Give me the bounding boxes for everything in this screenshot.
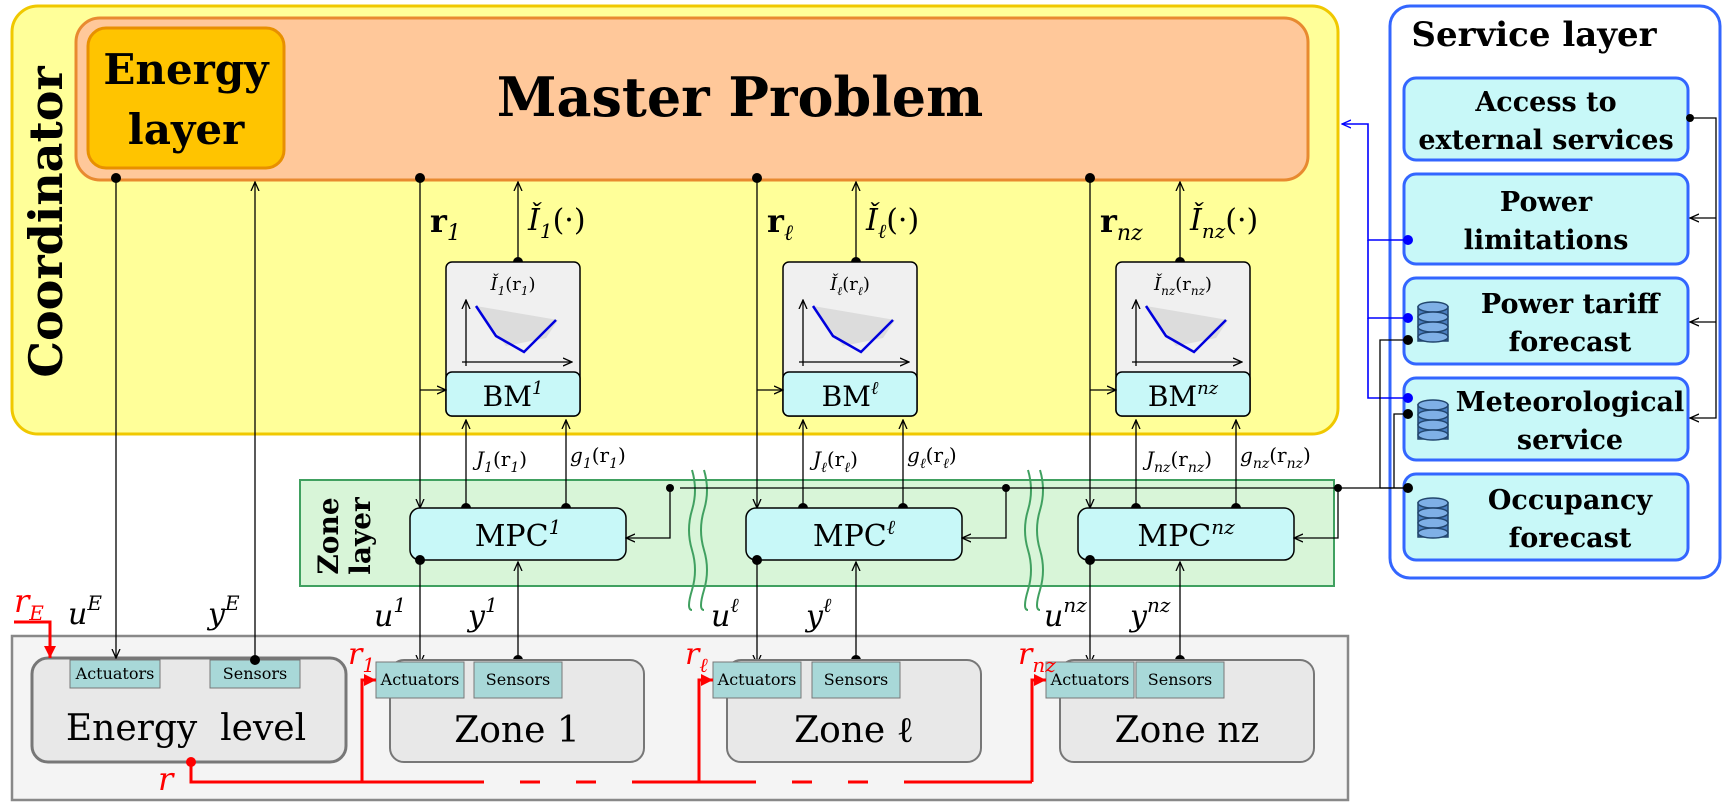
reference-source-label: r [158,760,175,798]
service-item-box [1402,472,1690,562]
energy-reference-input-label: rE [14,582,44,625]
service-item-line-1: Access to [1474,87,1616,118]
service-feed-arrow [1294,488,1339,538]
g-out-label: gnz(rnz) [1240,443,1311,472]
sensors-tag [1135,661,1225,699]
service-item-line-1: Occupancy [1488,485,1653,516]
y-label: y1 [466,593,498,634]
actuators-label: Actuators [1050,670,1130,689]
actuators-label: Actuators [717,670,797,689]
master-problem-box [74,16,1310,182]
j-out-label: Jℓ(rℓ) [809,447,858,476]
service-item-line-2: service [1517,425,1623,456]
sensors-label: Sensors [486,670,550,689]
g-out-label: g1(r1) [570,443,626,472]
energy-level-name: Energy level [66,708,306,749]
service-item-box [1402,172,1690,266]
r-label: r1 [430,202,461,246]
curve-line [474,305,557,354]
service-layer-title: Service layer [1411,15,1657,55]
u-label: u1 [374,593,406,634]
r-label: rnz [1100,202,1143,246]
column-2: rℓ Ǐℓ(·) BMℓ Ǐℓ(rℓ) Jℓ(rℓ) gℓ(rℓ) MPCℓ uℓ yℓActu… [685,173,1010,782]
actuators-tag [375,661,465,699]
reference-input-label: rnz [1018,637,1056,677]
column-3: rnz Ǐnz(·) BMnz Ǐnz(rnz) Jnz(rnz) gnz(rnz) MPC… [1018,173,1342,782]
mini-plot [462,300,572,366]
mini-plot [799,300,909,366]
service-item-line-2: forecast [1509,327,1632,358]
jcheck-label: Ǐnz(·) [1189,202,1258,243]
reference-input-arrow [697,674,713,782]
y-label: ynz [1128,593,1171,634]
service-item-line-1: Power tariff [1481,289,1661,320]
energy-layer-box [86,26,286,170]
energy-sensors-label: Sensors [223,664,287,683]
service-item-line-1: Meteorological [1456,387,1685,418]
break-marks [688,469,1044,611]
bm-label: BM1 [483,378,544,413]
coordinator-label: Coordinator [19,66,73,378]
energy-layer-line-1: Energy [103,45,270,94]
sensors-tag [811,661,901,699]
reference-input-arrow [1030,674,1046,782]
service-item-line-1: Power [1500,187,1593,218]
zone-name: Zone ℓ [794,710,914,751]
mpc-label: MPCℓ [813,515,896,554]
zone-layer-label-line-1: Zone [312,497,345,574]
reference-input-label: rℓ [685,637,708,677]
jcheck-label: Ǐℓ(·) [865,202,919,243]
service-item-line-2: limitations [1464,225,1629,256]
database-icon [1417,399,1449,441]
energy-actuators-label: Actuators [75,664,155,683]
service-item-line-2: forecast [1509,523,1632,554]
energy-y-label: yE [206,591,240,632]
sensors-label: Sensors [824,670,888,689]
zone-layer-label-line-2: layer [344,496,377,575]
curve-line [1144,305,1227,354]
column-1: r1 Ǐ1(·) BM1 Ǐ1(r1) J1(r1) g1(r1) MPC1 u1 y1Actu… [348,173,674,782]
actuators-tag [1045,661,1135,699]
reference-input-label: r1 [348,637,375,677]
zone-name: Zone 1 [454,710,580,751]
r-label: rℓ [767,202,794,246]
y-label: yℓ [804,593,832,634]
energy-layer-line-2: layer [128,105,245,154]
jcheck-label: Ǐ1(·) [527,202,586,243]
service-feed-arrow [962,488,1007,538]
bm-label: BMℓ [822,378,879,413]
sensors-tag [473,661,563,699]
actuators-tag [712,661,802,699]
service-feed-arrow [626,488,671,538]
actuators-label: Actuators [380,670,460,689]
g-out-label: gℓ(rℓ) [907,443,957,472]
sensors-label: Sensors [1148,670,1212,689]
reference-input-arrow [360,674,376,782]
master-problem-title: Master Problem [497,65,984,129]
service-feed-dot [666,484,674,492]
u-label: uℓ [711,593,739,634]
mpc-label: MPC1 [475,515,562,554]
curve-line [811,305,894,354]
energy-u-label: uE [68,591,102,632]
bm-label: BMnz [1148,378,1219,413]
database-icon [1417,497,1449,539]
zone-name: Zone nz [1115,710,1260,751]
mpc-label: MPCnz [1137,515,1235,554]
plot-label: Ǐnz(rnz) [1153,272,1212,298]
u-label: unz [1044,593,1087,634]
plot-label: Ǐℓ(rℓ) [829,272,870,298]
plot-label: Ǐ1(r1) [489,272,535,298]
service-item-line-2: external services [1418,125,1673,156]
j-out-label: Jnz(rnz) [1142,447,1212,476]
j-out-label: J1(r1) [472,447,527,476]
mini-plot [1132,300,1242,366]
database-icon [1417,301,1449,343]
energy-actuators-tag [69,659,161,689]
service-item-box [1402,376,1690,462]
